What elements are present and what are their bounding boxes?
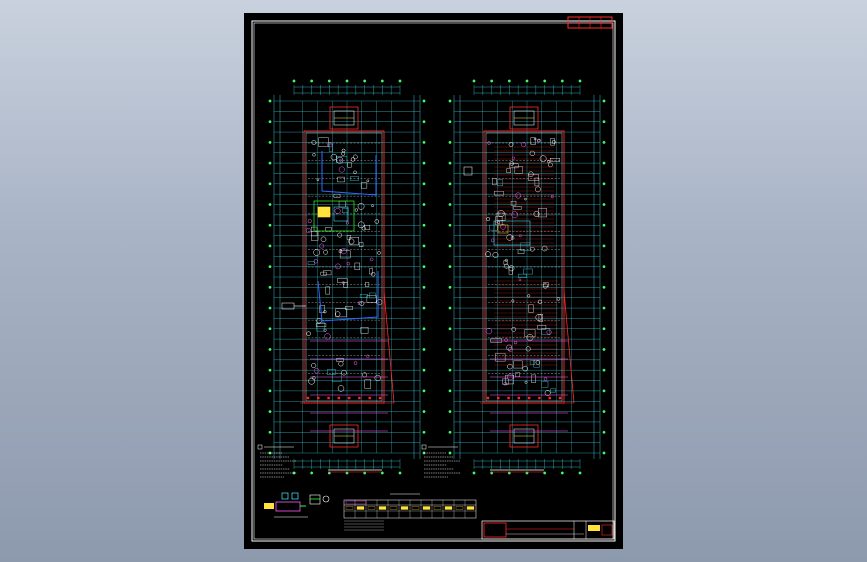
schedule-table[interactable] xyxy=(343,493,477,531)
right-floor-plan[interactable] xyxy=(448,79,606,475)
sheet-inner-border xyxy=(253,22,614,540)
scale-bar-right xyxy=(490,469,544,473)
notes-block-right xyxy=(421,444,461,478)
title-stamp-icon xyxy=(567,16,613,29)
title-block[interactable] xyxy=(481,520,615,540)
notes-block-left xyxy=(257,444,297,478)
drawing-sheet[interactable] xyxy=(244,13,623,549)
legend-detail-2 xyxy=(309,494,330,505)
scale-bar-left xyxy=(328,469,382,473)
left-floor-plan[interactable] xyxy=(268,79,426,475)
drawing-canvas[interactable] xyxy=(244,13,623,549)
legend-detail xyxy=(264,492,308,518)
sheet-outer-border xyxy=(251,20,616,542)
